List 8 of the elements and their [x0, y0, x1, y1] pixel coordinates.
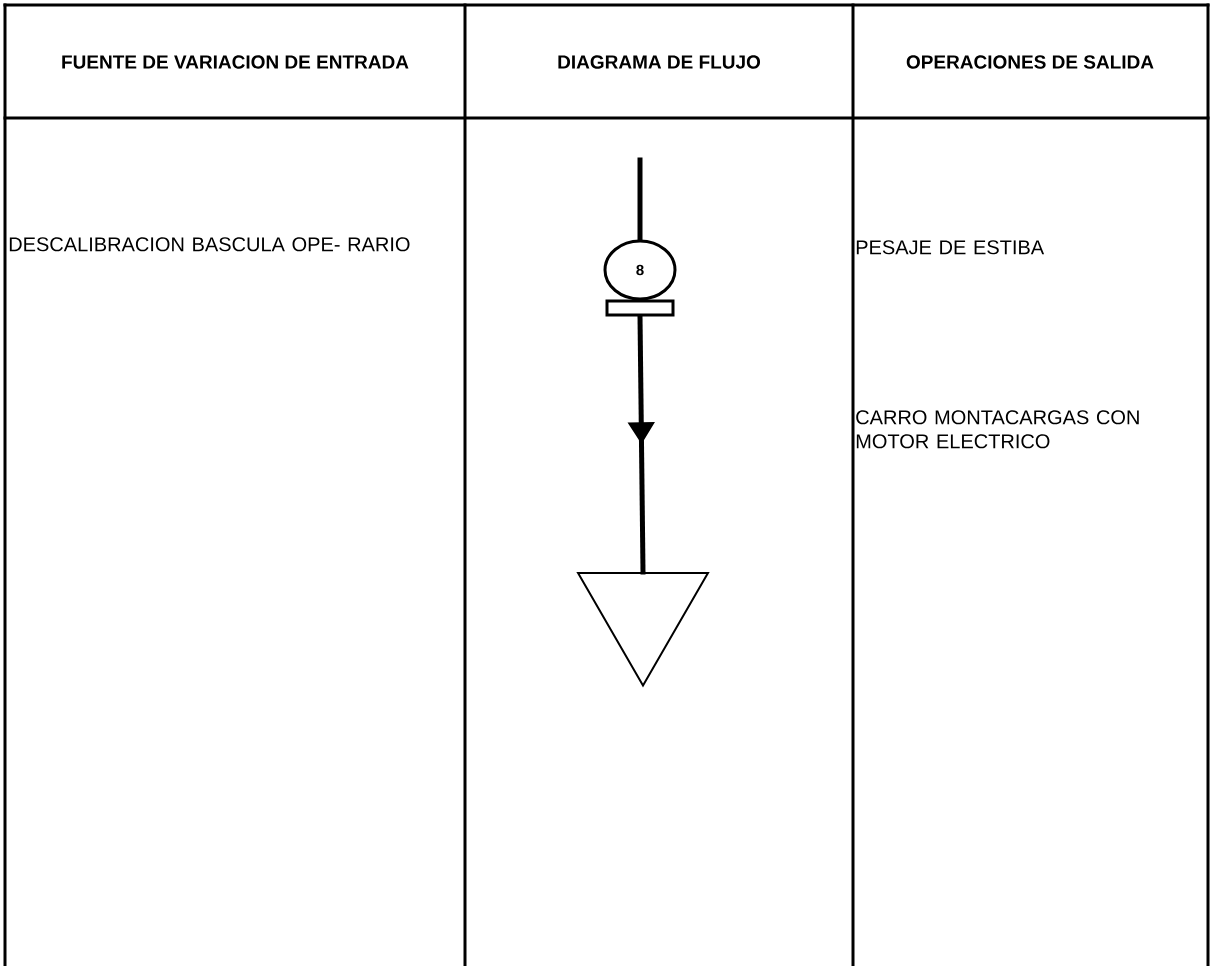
- column-header: DIAGRAMA DE FLUJO: [558, 55, 761, 69]
- column-header: OPERACIONES DE SALIDA: [906, 55, 1154, 69]
- inspection-box: [605, 299, 675, 317]
- flow-line: [637, 157, 643, 242]
- cell-text: DESCALIBRACION BASCULA OPE- RARIO: [9, 237, 410, 252]
- cell-text: PESAJE DE ESTIBA: [856, 240, 1045, 255]
- cell-text: CARRO MONTACARGAS CON MOTOR ELECTRICO: [856, 410, 1139, 449]
- column-header: FUENTE DE VARIACION DE ENTRADA: [62, 55, 409, 69]
